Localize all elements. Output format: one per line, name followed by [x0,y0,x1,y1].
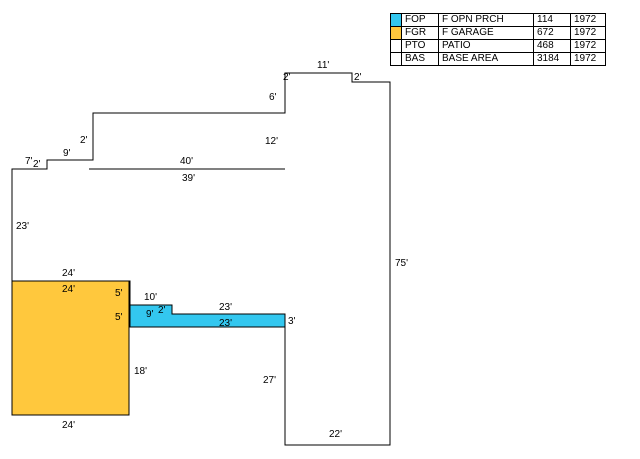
legend-year: 1972 [570,39,606,53]
dim-garage-top-inner-24: 24' [62,284,75,295]
dim-right-side-75: 75' [395,258,408,269]
dim-base-top-11: 11' [317,60,329,71]
legend-area: 114 [533,13,571,27]
dim-garage-side-5-upper: 5' [115,288,123,299]
dim-porch-top-23: 23' [219,302,232,313]
dim-porch-2: 2' [158,305,166,316]
dim-porch-10: 10' [144,292,157,303]
legend-swatch [390,26,402,40]
legend-swatch [390,13,402,27]
dim-garage-side-5-lower: 5' [115,312,123,323]
legend-year: 1972 [570,26,606,40]
legend-code: FGR [401,26,439,40]
dim-base-step-left-2: 2' [283,72,291,83]
legend-code: PTO [401,39,439,53]
dim-upper-wing-39: 39' [182,173,195,184]
dim-left-notch-9: 9' [63,148,71,159]
dim-left-notch-7: 7' [25,156,33,167]
dim-garage-side-18: 18' [134,366,147,377]
dim-base-step-right-2: 2' [354,72,362,83]
dim-upper-wing-40: 40' [180,156,193,167]
dim-left-notch-2: 2' [33,159,41,170]
dim-porch-9: 9' [146,309,154,320]
legend-description: F GARAGE [438,26,534,40]
legend-code: BAS [401,52,439,66]
legend-swatch [390,52,402,66]
dim-upper-notch-2: 2' [80,135,88,146]
legend-year: 1972 [570,52,606,66]
dim-porch-end-3: 3' [288,316,296,327]
legend-area: 672 [533,26,571,40]
dim-lower-wing-22: 22' [329,429,342,440]
legend-description: PATIO [438,39,534,53]
legend-swatch [390,39,402,53]
legend-description: BASE AREA [438,52,534,66]
garage-area [11,280,130,416]
legend-code: FOP [401,13,439,27]
dim-left-side-23: 23' [16,221,29,232]
dim-porch-inner-23: 23' [219,318,232,329]
dim-upper-wing-12: 12' [265,136,278,147]
dim-lower-wing-27: 27' [263,375,276,386]
legend-year: 1972 [570,13,606,27]
open-porch-area [129,304,286,328]
dim-base-step-6: 6' [269,92,277,103]
legend-area: 468 [533,39,571,53]
legend-description: F OPN PRCH [438,13,534,27]
dim-garage-bottom-24: 24' [62,420,75,431]
dim-garage-top-outer-24: 24' [62,268,75,279]
legend-area: 3184 [533,52,571,66]
